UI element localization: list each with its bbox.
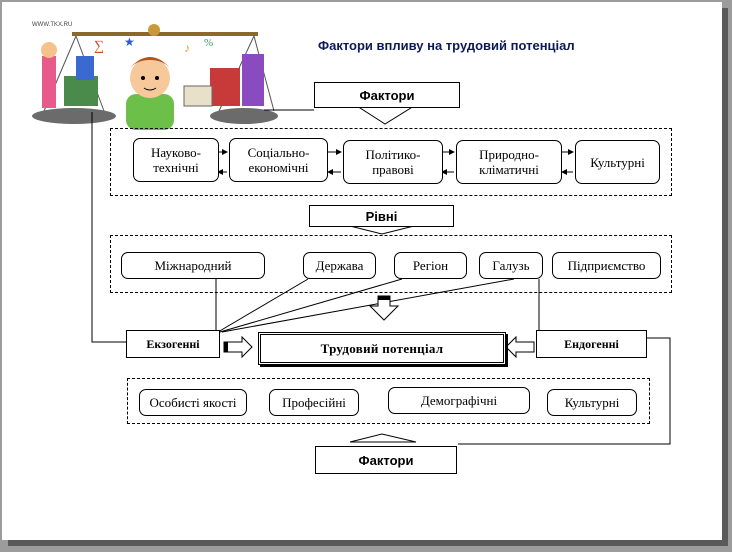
factor-cultural-top: Культурні — [575, 140, 660, 184]
level-state: Держава — [303, 252, 376, 279]
factors-top-header: Фактори — [314, 82, 460, 108]
svg-text:%: % — [204, 37, 213, 49]
factor-scientific-technical: Науково- технічні — [133, 138, 219, 182]
level-industry: Галузь — [479, 252, 543, 279]
factors-bottom-group — [127, 378, 650, 424]
slide: WWW.TKX.RU ∑ ★ ♪ % Фактори впливу на т — [2, 2, 722, 540]
svg-text:∑: ∑ — [94, 39, 104, 54]
svg-text:★: ★ — [124, 35, 135, 49]
levels-header: Рівні — [309, 205, 454, 227]
level-region: Регіон — [394, 252, 467, 279]
factor-political-legal: Політико- правові — [343, 140, 443, 184]
level-enterprise: Підприємство — [552, 252, 661, 279]
factor-professional: Професійні — [269, 389, 359, 416]
factor-natural-climatic: Природно- кліматичні — [456, 140, 562, 184]
factor-demographic: Демографічні — [388, 387, 530, 414]
exogenous-box: Екзогенні — [126, 330, 220, 358]
svg-text:♪: ♪ — [184, 41, 190, 55]
watermark-text: WWW.TKX.RU — [32, 22, 72, 28]
scales-illustration-icon: WWW.TKX.RU ∑ ★ ♪ % — [32, 22, 278, 130]
factors-top-group — [110, 128, 672, 196]
factor-personal-qualities: Особисті якості — [139, 389, 247, 416]
page-title: Фактори впливу на трудовий потенціал — [318, 38, 575, 53]
level-international: Міжнародний — [121, 252, 265, 279]
factors-bottom-header: Фактори — [315, 446, 457, 474]
factor-cultural-bottom: Культурні — [547, 389, 637, 416]
endogenous-box: Ендогенні — [536, 330, 647, 358]
factor-socio-economic: Соціально- економічні — [229, 138, 328, 182]
labor-potential-box: Трудовий потенціал — [258, 332, 506, 365]
levels-group — [110, 235, 672, 293]
